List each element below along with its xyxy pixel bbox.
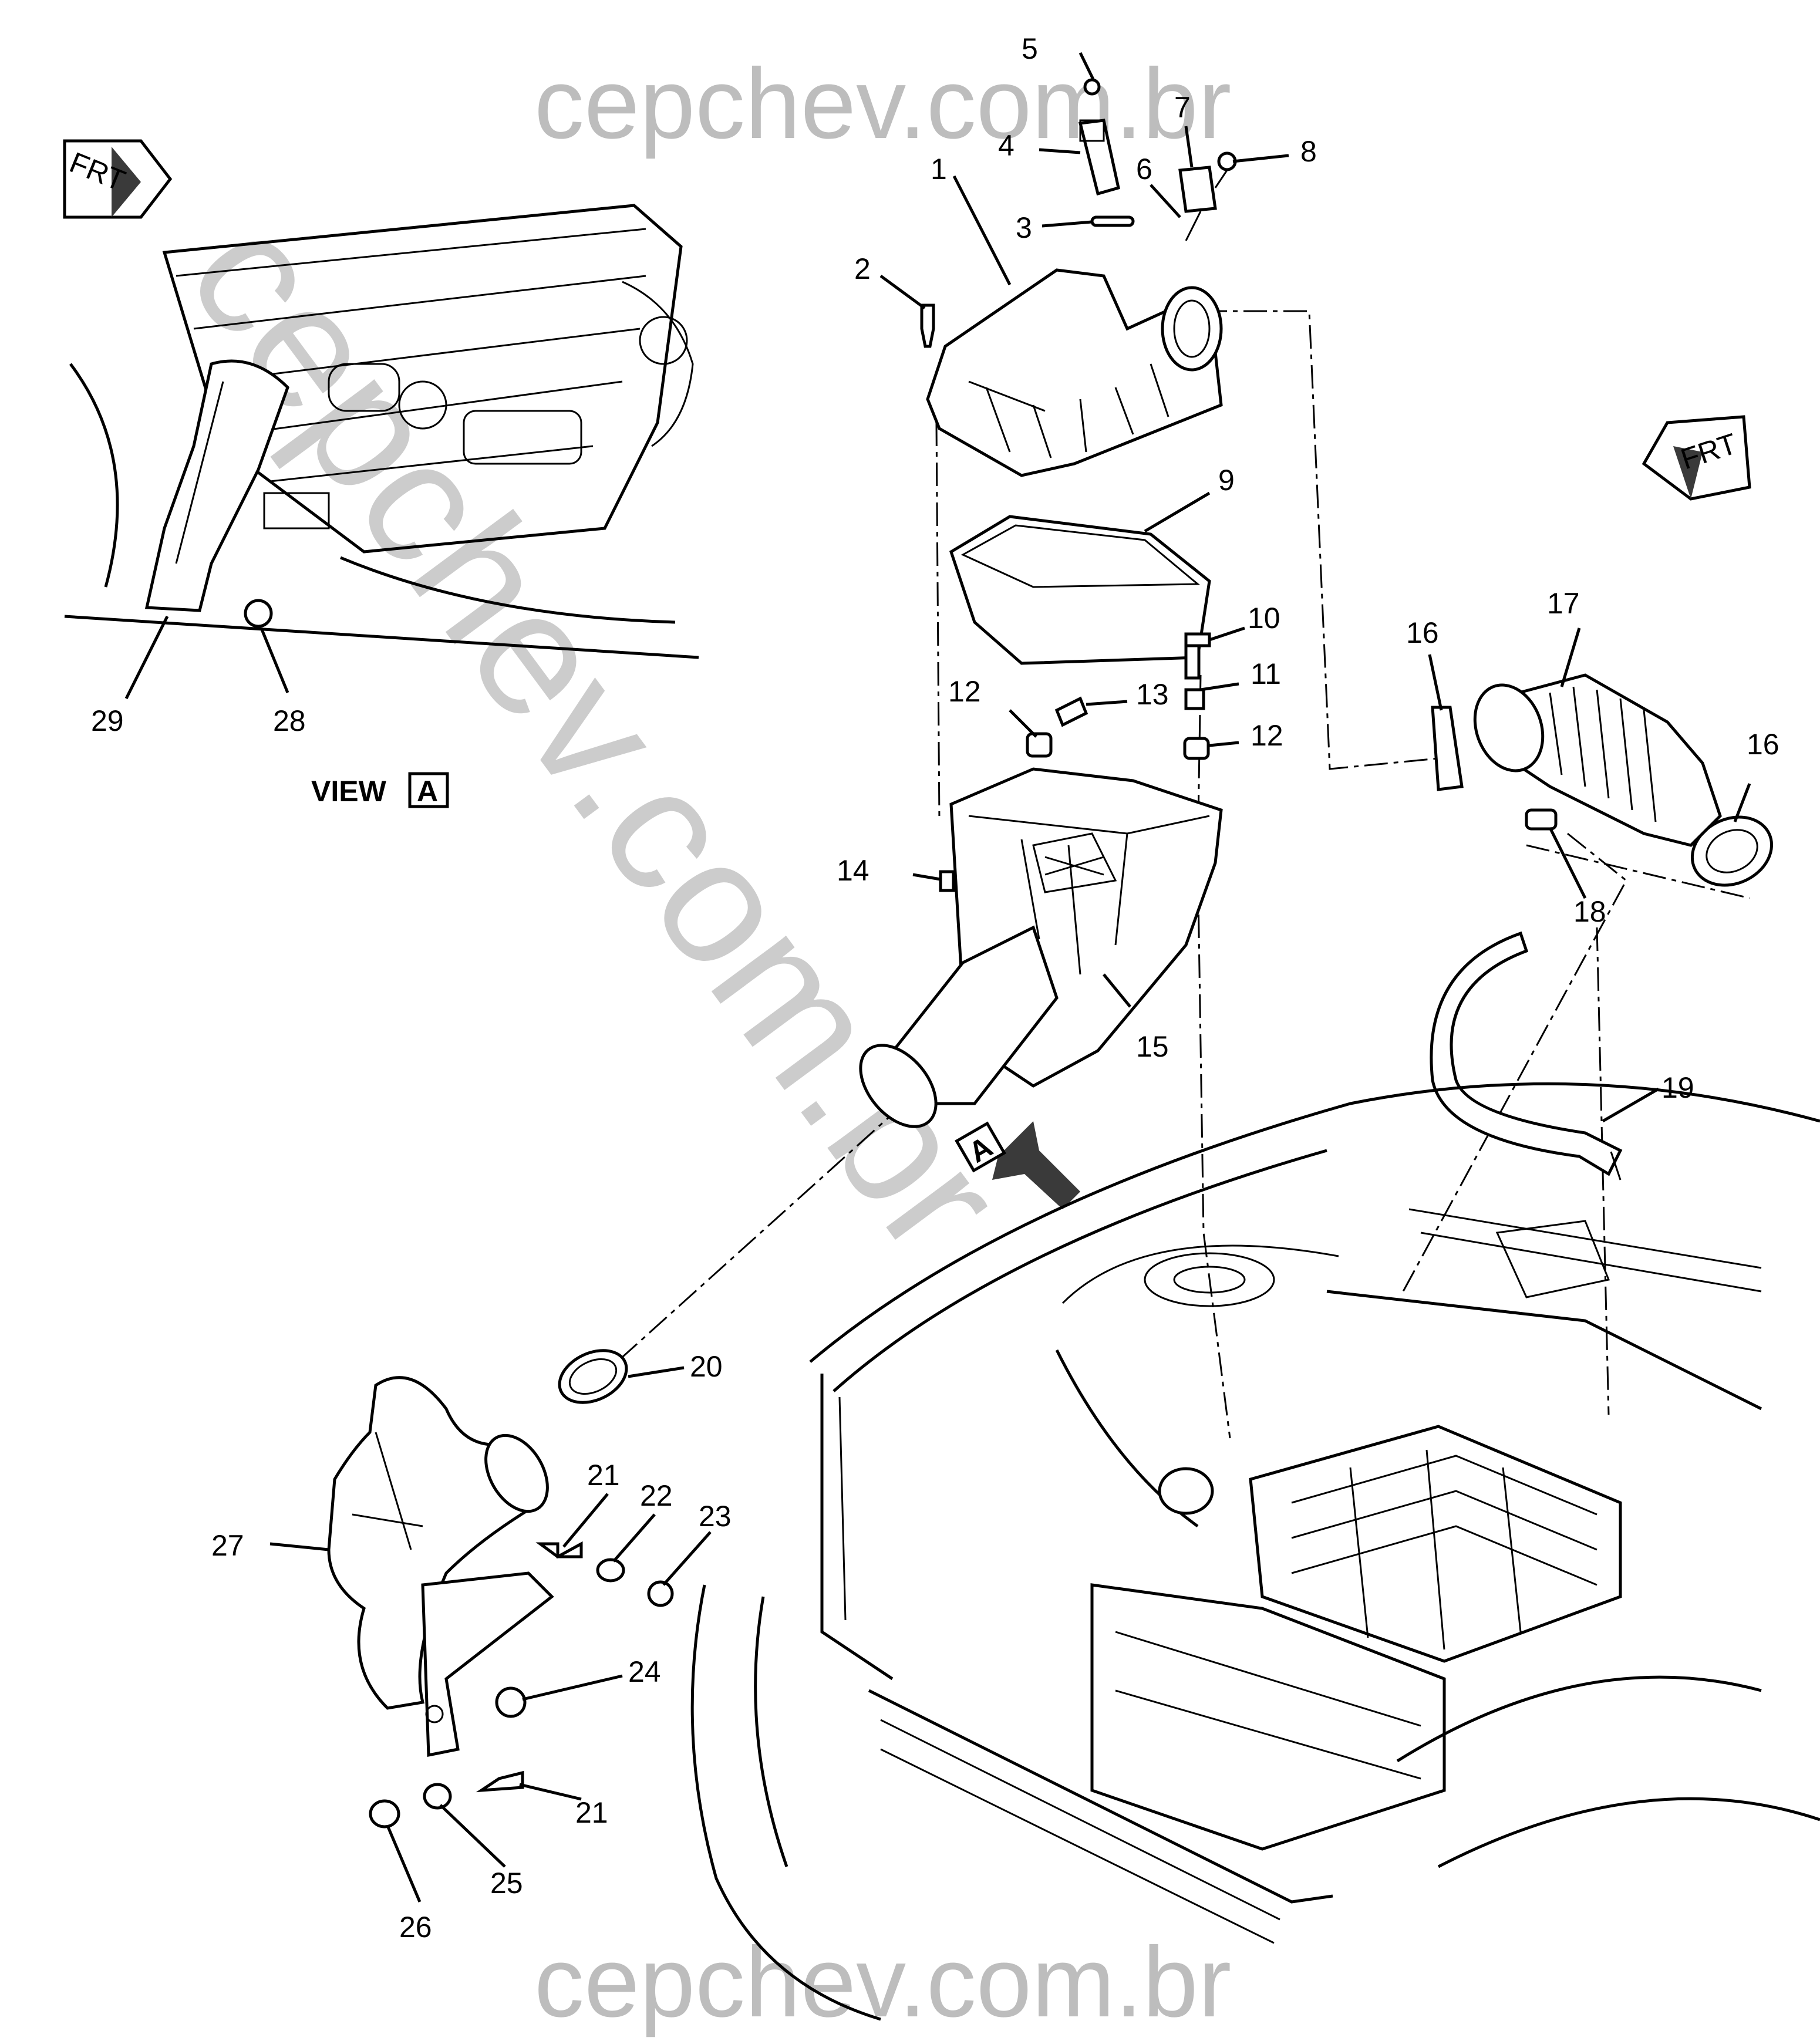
part-27-inlet-duct [327,1376,554,1757]
part-4-sensor [1078,119,1120,196]
callout-23: 23 [699,1500,732,1533]
callout-19: 19 [1661,1071,1694,1104]
callout-7: 7 [1174,91,1191,124]
view-letter-box [408,772,449,808]
callout-4: 4 [998,129,1015,162]
callout-22: 22 [640,1479,673,1512]
callout-27: 27 [211,1529,244,1562]
part-15-lower-housing [859,767,1223,1128]
callout-13: 13 [1136,678,1169,711]
part-28-grommet [244,599,273,628]
callout-5: 5 [1022,32,1038,65]
front-arrow-right-icon: FRT [1642,415,1751,501]
view-label: VIEW [311,775,387,808]
callout-6: 6 [1136,153,1152,185]
callout-25: 25 [490,1867,523,1900]
callout-1: 1 [931,153,947,185]
part-17-intake-duct [1473,673,1722,847]
front-arrow-left-icon: FRT [63,139,173,219]
callout-26: 26 [399,1911,432,1944]
callout-21a: 21 [587,1459,620,1492]
callout-21b: 21 [575,1796,608,1829]
callout-8: 8 [1300,135,1317,168]
callout-15: 15 [1136,1030,1169,1063]
callout-9: 9 [1218,464,1235,497]
part-9-filter-element [949,515,1211,665]
watermark-top: cepchev.com.br [534,48,1231,160]
leader-lines [269,52,1751,1902]
watermark-bottom: cepchev.com.br [534,1927,1231,2038]
air-cleaner-cover [926,268,1223,477]
callout-numbers: 1 2 3 4 5 6 7 8 9 10 11 12 12 13 14 15 1… [211,32,1779,1944]
callout-29: 29 [91,704,124,737]
callout-18: 18 [1573,895,1606,928]
callout-12b: 12 [1251,719,1283,752]
callout-2: 2 [854,252,871,285]
engine-bay-vehicle [690,1082,1820,2021]
callout-10: 10 [1248,602,1280,635]
callout-12a: 12 [948,675,981,708]
callout-20: 20 [690,1350,723,1383]
view-label-letter: A [417,775,438,808]
callout-14: 14 [837,854,869,887]
callout-16b: 16 [1747,728,1779,761]
callout-24: 24 [628,1655,661,1688]
part-20-seal [558,1349,628,1404]
callout-11: 11 [1251,657,1281,690]
view-a-inset: 29 28 FRT VIEW A [63,139,699,808]
callout-28: 28 [273,704,306,737]
callout-17: 17 [1547,587,1580,620]
callout-3: 3 [1016,211,1032,244]
callout-16a: 16 [1406,616,1439,649]
